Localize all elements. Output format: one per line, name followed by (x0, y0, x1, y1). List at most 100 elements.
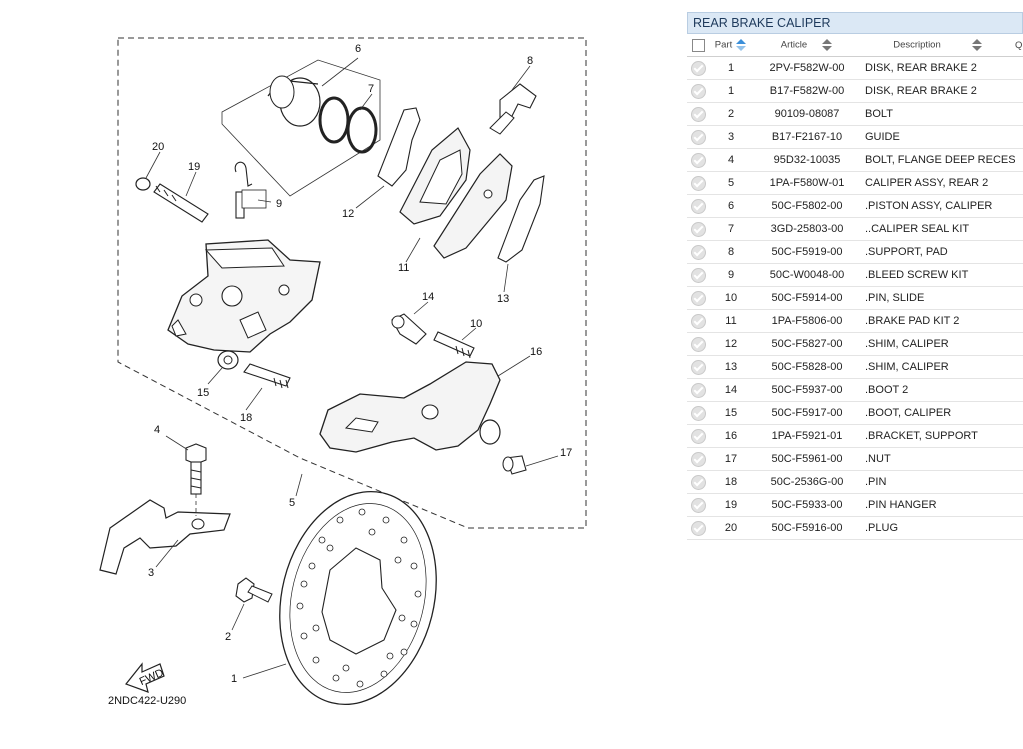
callout-13[interactable]: 13 (497, 293, 509, 305)
check-circle-icon[interactable] (690, 60, 706, 76)
callout-19[interactable]: 19 (188, 161, 200, 173)
check-circle-icon[interactable] (690, 198, 706, 214)
row-check-cell[interactable] (687, 263, 709, 287)
check-circle-icon[interactable] (690, 267, 706, 283)
check-circle-icon[interactable] (690, 405, 706, 421)
guide-part[interactable] (99, 499, 231, 575)
checkbox-icon[interactable] (691, 38, 705, 52)
check-circle-icon[interactable] (690, 313, 706, 329)
description-column-header[interactable]: Description (861, 34, 1015, 57)
row-check-cell[interactable] (687, 516, 709, 540)
callout-20[interactable]: 20 (152, 141, 164, 153)
row-check-cell[interactable] (687, 378, 709, 402)
nut-part[interactable] (502, 455, 527, 475)
row-check-cell[interactable] (687, 286, 709, 310)
shim-caliper-part[interactable] (377, 107, 421, 187)
row-check-cell[interactable] (687, 309, 709, 333)
bleed-screw-part[interactable] (234, 161, 267, 219)
check-circle-icon[interactable] (690, 221, 706, 237)
check-circle-icon[interactable] (690, 520, 706, 536)
check-circle-icon[interactable] (690, 474, 706, 490)
brake-pad-kit-part[interactable] (399, 127, 513, 259)
caliper-body-part[interactable] (167, 239, 321, 353)
check-circle-icon[interactable] (690, 290, 706, 306)
plug-part[interactable] (135, 177, 151, 191)
row-check-cell[interactable] (687, 56, 709, 80)
callout-18[interactable]: 18 (240, 412, 252, 424)
check-circle-icon[interactable] (690, 359, 706, 375)
row-check-cell[interactable] (687, 447, 709, 471)
piston-part[interactable] (267, 75, 321, 127)
check-circle-icon[interactable] (690, 83, 706, 99)
check-circle-icon[interactable] (690, 428, 706, 444)
sort-arrows-icon[interactable] (821, 38, 833, 52)
callout-12[interactable]: 12 (342, 208, 354, 220)
callout-6[interactable]: 6 (355, 43, 361, 55)
support-pad-part[interactable] (489, 83, 537, 135)
callout-16[interactable]: 16 (530, 346, 542, 358)
check-circle-icon[interactable] (690, 497, 706, 513)
sort-arrows-icon[interactable] (735, 38, 747, 52)
row-check-cell[interactable] (687, 240, 709, 264)
callout-5[interactable]: 5 (289, 497, 295, 509)
disk-bolt-part[interactable] (235, 577, 273, 603)
row-check-cell[interactable] (687, 424, 709, 448)
callout-4[interactable]: 4 (154, 424, 160, 436)
row-check-cell[interactable] (687, 102, 709, 126)
seal-kit-part[interactable] (318, 96, 378, 154)
callout-17[interactable]: 17 (560, 447, 572, 459)
callout-7[interactable]: 7 (368, 83, 374, 95)
check-circle-icon[interactable] (690, 152, 706, 168)
row-check-cell[interactable] (687, 217, 709, 241)
callout-11[interactable]: 11 (398, 262, 409, 274)
article-column-header[interactable]: Article (753, 34, 861, 57)
boot-2-part[interactable] (391, 313, 427, 345)
row-check-cell[interactable] (687, 401, 709, 425)
row-check-cell[interactable] (687, 171, 709, 195)
row-check-cell[interactable] (687, 332, 709, 356)
callout-14[interactable]: 14 (422, 291, 434, 303)
shim-caliper-2-part[interactable] (497, 175, 545, 263)
bracket-support-part[interactable] (319, 361, 501, 453)
row-check-cell[interactable] (687, 125, 709, 149)
callout-1[interactable]: 1 (231, 673, 237, 685)
check-circle-icon[interactable] (690, 451, 706, 467)
callout-10[interactable]: 10 (470, 318, 482, 330)
row-check-cell[interactable] (687, 79, 709, 103)
callout-3[interactable]: 3 (148, 567, 154, 579)
row-check-cell[interactable] (687, 470, 709, 494)
row-check-cell[interactable] (687, 148, 709, 172)
pin-hanger-part[interactable] (153, 183, 209, 223)
slide-pin-part[interactable] (433, 331, 475, 359)
check-circle-icon[interactable] (690, 106, 706, 122)
callout-15[interactable]: 15 (197, 387, 209, 399)
part-column-header[interactable]: Part (709, 34, 753, 57)
check-circle-icon[interactable] (690, 382, 706, 398)
check-circle-icon[interactable] (690, 129, 706, 145)
check-circle-icon[interactable] (690, 244, 706, 260)
rear-brake-disk-part[interactable] (258, 475, 458, 721)
select-all-header[interactable] (687, 34, 709, 57)
callout-9[interactable]: 9 (276, 198, 282, 210)
check-circle-icon[interactable] (690, 175, 706, 191)
row-check-cell[interactable] (687, 194, 709, 218)
row-check-cell[interactable] (687, 355, 709, 379)
